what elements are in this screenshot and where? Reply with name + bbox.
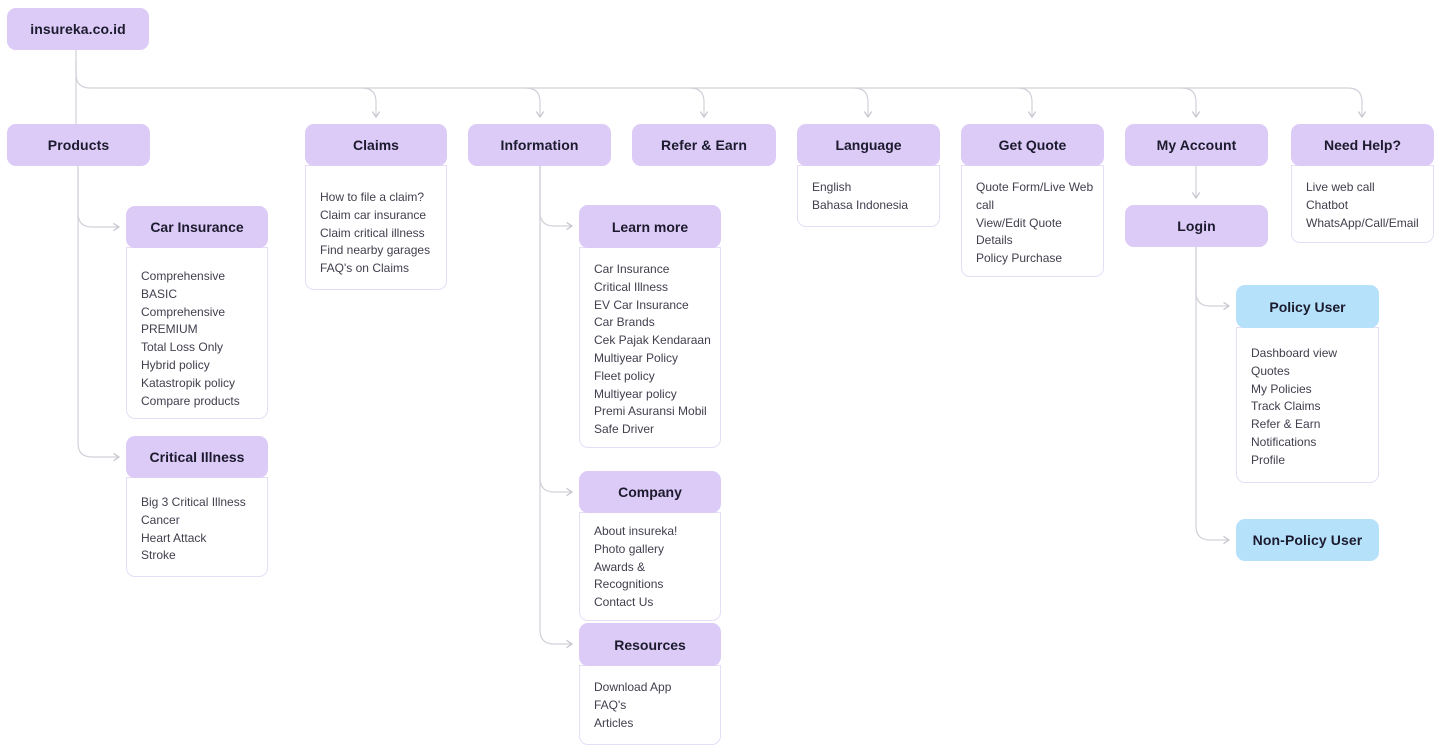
- menu-item[interactable]: Find nearby garages: [320, 243, 431, 258]
- menu-item[interactable]: Hybrid policy: [141, 357, 210, 372]
- menu-item[interactable]: Comprehensive BASIC: [141, 269, 226, 301]
- menu-item[interactable]: Comprehensive PREMIUM: [141, 304, 226, 337]
- node-critical-illness[interactable]: Critical Illness: [126, 436, 268, 478]
- menu-item[interactable]: Multiyear policy: [594, 386, 677, 401]
- menu-item[interactable]: Car Brands: [594, 315, 655, 330]
- menu-item[interactable]: How to file a claim?: [320, 190, 425, 204]
- menu-item[interactable]: Safe Driver: [594, 422, 655, 437]
- menu-item[interactable]: Critical Illness: [594, 279, 669, 294]
- menu-item[interactable]: Live web call: [1306, 180, 1375, 194]
- menu-item[interactable]: My Policies: [1251, 381, 1312, 396]
- menu-item[interactable]: Compare products: [141, 393, 240, 408]
- node-login[interactable]: Login: [1125, 205, 1268, 247]
- nav-information[interactable]: Information: [468, 124, 611, 166]
- menu-item[interactable]: Notifications: [1251, 434, 1317, 449]
- menu-item[interactable]: Fleet policy: [594, 368, 655, 383]
- node-learn-more[interactable]: Learn more: [579, 205, 721, 248]
- menu-item[interactable]: Claim car insurance: [320, 207, 427, 222]
- menu-item[interactable]: Car Insurance: [594, 262, 670, 276]
- menu-item[interactable]: Quotes: [1251, 363, 1290, 378]
- menu-item[interactable]: WhatsApp/Call/Email: [1306, 215, 1419, 230]
- menu-item[interactable]: Articles: [594, 715, 634, 730]
- menu-item[interactable]: Total Loss Only: [141, 340, 224, 355]
- menu-item[interactable]: Katastropik policy: [141, 375, 236, 390]
- menu-item[interactable]: About insureka!: [594, 524, 678, 538]
- menu-item[interactable]: Multiyear Policy: [594, 350, 679, 365]
- nav-get-quote[interactable]: Get Quote: [961, 124, 1104, 166]
- menu-item[interactable]: Stroke: [141, 548, 176, 563]
- nav-products[interactable]: Products: [7, 124, 150, 166]
- node-non-policy-user[interactable]: Non-Policy User: [1236, 519, 1379, 561]
- menu-item[interactable]: Dashboard view: [1251, 346, 1338, 360]
- menu-item[interactable]: Claim critical illness: [320, 225, 425, 240]
- menu-item[interactable]: Contact Us: [594, 595, 654, 610]
- nav-need-help[interactable]: Need Help?: [1291, 124, 1434, 166]
- nav-language[interactable]: Language: [797, 124, 940, 166]
- nav-my-account[interactable]: My Account: [1125, 124, 1268, 166]
- node-company[interactable]: Company: [579, 471, 721, 513]
- menu-item[interactable]: FAQ's on Claims: [320, 261, 409, 276]
- node-car-insurance[interactable]: Car Insurance: [126, 206, 268, 248]
- menu-item[interactable]: FAQ's: [594, 697, 627, 712]
- menu-item[interactable]: Refer & Earn: [1251, 417, 1321, 432]
- menu-item[interactable]: Cancer: [141, 512, 180, 527]
- menu-item[interactable]: Big 3 Critical Illness: [141, 495, 246, 509]
- menu-item[interactable]: Photo gallery: [594, 541, 665, 556]
- menu-item[interactable]: EV Car Insurance: [594, 297, 689, 312]
- root-node-insureka[interactable]: insureka.co.id: [7, 8, 149, 50]
- nav-refer-earn[interactable]: Refer & Earn: [632, 124, 776, 166]
- menu-item[interactable]: Awards & Recognitions: [594, 559, 664, 592]
- node-policy-user[interactable]: Policy User: [1236, 285, 1379, 328]
- menu-item[interactable]: Policy Purchase: [976, 251, 1063, 266]
- menu-item[interactable]: Premi Asuransi Mobil: [594, 404, 707, 419]
- nav-claims[interactable]: Claims: [305, 124, 447, 166]
- menu-item[interactable]: Chatbot: [1306, 197, 1349, 212]
- menu-item[interactable]: Quote Form/Live Web call: [976, 180, 1094, 212]
- menu-item[interactable]: Cek Pajak Kendaraan: [594, 333, 711, 348]
- menu-item[interactable]: Download App: [594, 680, 672, 694]
- node-resources[interactable]: Resources: [579, 623, 721, 666]
- menu-item[interactable]: View/Edit Quote Details: [976, 215, 1062, 248]
- menu-item[interactable]: Track Claims: [1251, 399, 1321, 414]
- menu-item[interactable]: Heart Attack: [141, 530, 207, 545]
- menu-item[interactable]: Profile: [1251, 452, 1286, 467]
- menu-item[interactable]: English: [812, 180, 852, 194]
- menu-item[interactable]: Bahasa Indonesia: [812, 197, 909, 212]
